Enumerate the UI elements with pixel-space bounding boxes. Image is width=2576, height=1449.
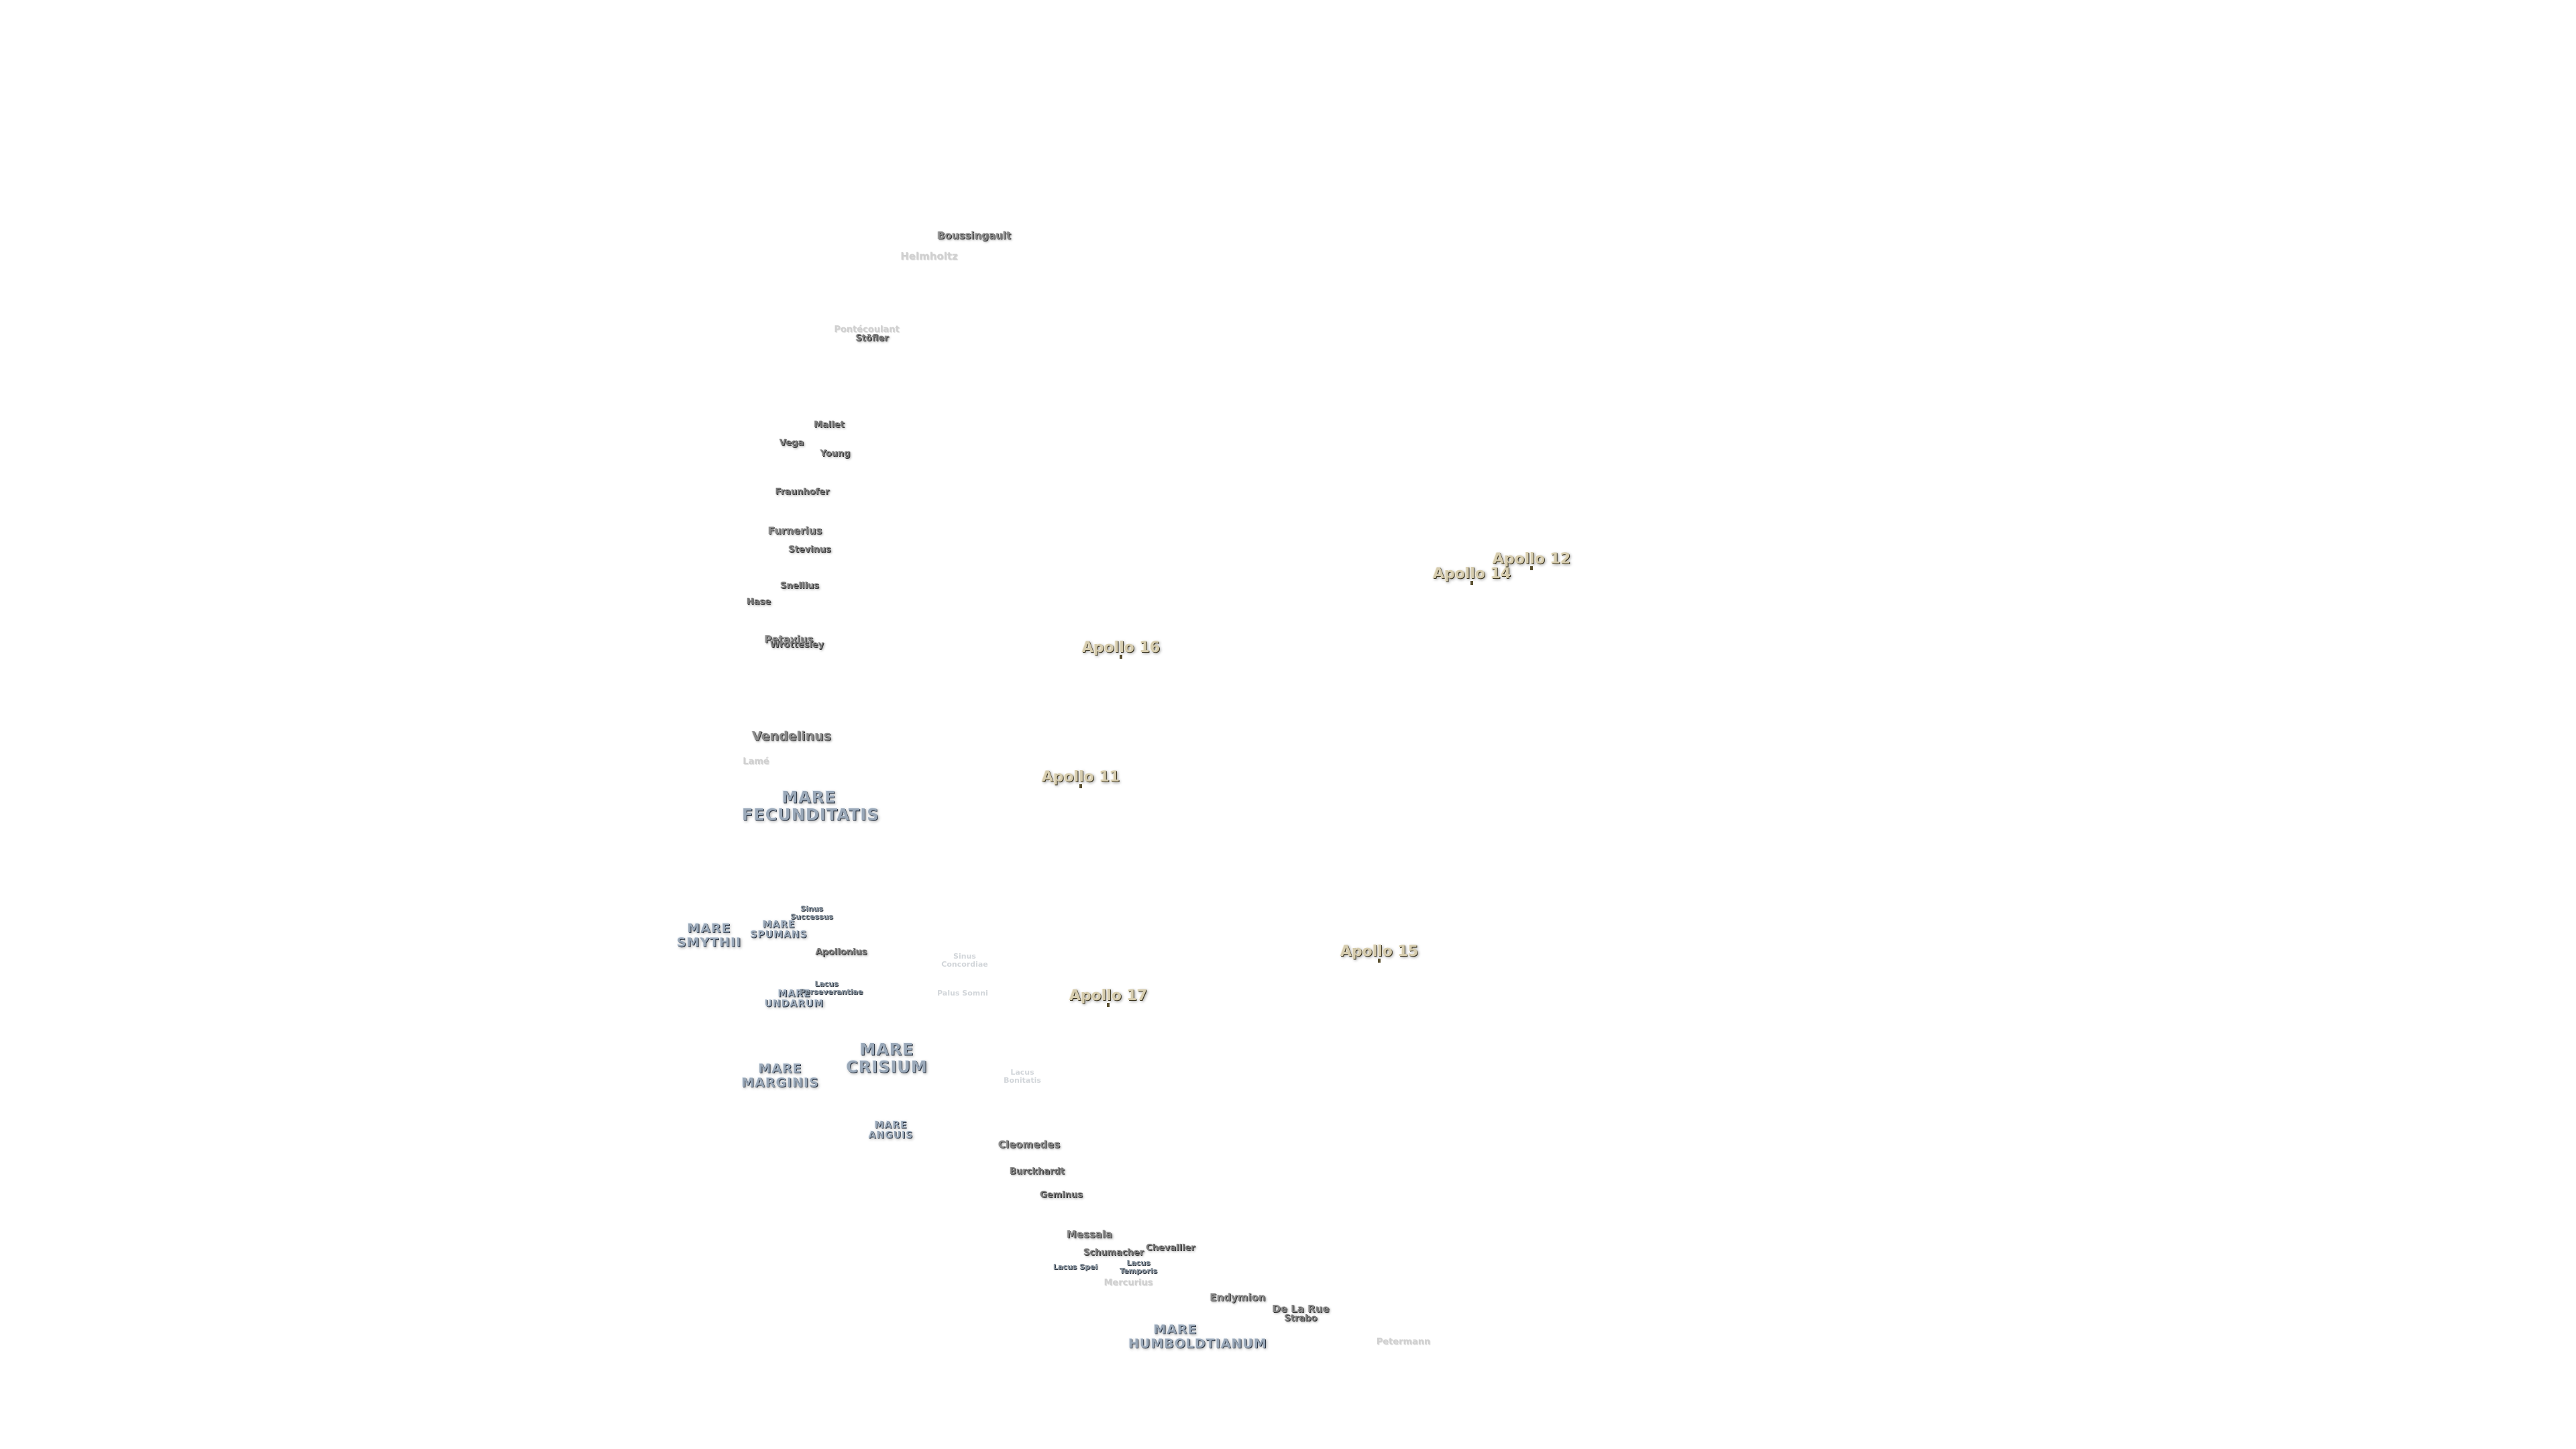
- crater-label-chevallier: Chevallier: [1146, 1242, 1195, 1253]
- apollo-site-label-apollo-14[interactable]: Apollo 14: [1432, 565, 1511, 582]
- crater-label-messala: Messala: [1066, 1228, 1113, 1240]
- crater-label-vendelinus: Vendelinus: [752, 729, 831, 744]
- crater-label-snellius: Snellius: [780, 580, 819, 591]
- mare-label-humboldtianum: MARE HUMBOLDTIANUM: [1128, 1322, 1267, 1351]
- mare-label-marginis: MARE MARGINIS: [741, 1061, 819, 1090]
- crater-label-young: Young: [820, 448, 851, 459]
- crater-label-stevinus: Stevinus: [788, 544, 831, 555]
- crater-label-mercurius: Mercurius: [1104, 1277, 1153, 1288]
- crater-label-strabo: Strabo: [1284, 1313, 1318, 1324]
- mare-label-undarum: MARE UNDARUM: [764, 988, 824, 1010]
- apollo-site-label-apollo-15[interactable]: Apollo 15: [1340, 943, 1419, 960]
- mare-label-fecunditatis: MARE FECUNDITATIS: [742, 788, 879, 824]
- mare-label-spumans: MARE SPUMANS: [750, 919, 808, 941]
- crater-label-cleomedes: Cleomedes: [998, 1138, 1061, 1150]
- crater-label-petermann: Petermann: [1376, 1336, 1431, 1347]
- lacus-label-lacus-spei: Lacus Spei: [1053, 1262, 1098, 1271]
- lacus-label-lacus-temporis: Lacus Temporis: [1119, 1258, 1158, 1275]
- mare-label-anguis: MARE ANGUIS: [868, 1120, 914, 1141]
- lacus-label-lacus-perseverantiae: Lacus Perseverantiae: [800, 979, 863, 996]
- crater-label-de-la-rue: De La Rue: [1272, 1302, 1330, 1315]
- crater-label-schumacher: Schumacher: [1083, 1247, 1144, 1258]
- crater-label-furnerius: Furnerius: [767, 524, 822, 537]
- crater-label-vega: Vega: [779, 437, 804, 448]
- apollo-site-marker-apollo-15[interactable]: [1378, 959, 1381, 963]
- apollo-site-marker-apollo-12[interactable]: [1530, 566, 1533, 570]
- crater-label-pontecoulant: Pontécoulant: [834, 324, 900, 335]
- apollo-site-label-apollo-16[interactable]: Apollo 16: [1081, 639, 1161, 656]
- crater-label-geminus: Geminus: [1040, 1189, 1083, 1200]
- apollo-site-marker-apollo-14[interactable]: [1470, 581, 1473, 585]
- crater-label-wrottesley: Wrottesley: [769, 639, 824, 650]
- crater-label-apollonius: Apollonius: [815, 947, 867, 957]
- crater-label-fraunhofer: Fraunhofer: [775, 486, 830, 497]
- crater-label-burckhardt: Burckhardt: [1010, 1166, 1065, 1177]
- crater-label-boussingault: Boussingault: [937, 229, 1011, 241]
- crater-label-stofler: Stöfler: [855, 333, 889, 343]
- mare-label-smythii: MARE SMYTHII: [676, 921, 742, 950]
- apollo-site-marker-apollo-11[interactable]: [1079, 784, 1082, 788]
- apollo-site-marker-apollo-17[interactable]: [1107, 1003, 1110, 1007]
- crater-label-lame: Lamé: [743, 756, 769, 767]
- apollo-site-label-apollo-12[interactable]: Apollo 12: [1492, 550, 1571, 568]
- lacus-label-sinus-successus: Sinus Successus: [790, 904, 833, 921]
- apollo-site-label-apollo-11[interactable]: Apollo 11: [1041, 768, 1120, 786]
- crater-label-hase: Hase: [746, 596, 771, 607]
- crater-label-helmholtz: Helmholtz: [900, 250, 958, 262]
- crater-label-petavius: Petavius: [764, 633, 814, 645]
- lacus-label-sinus-concordiae: Sinus Concordiae: [941, 951, 988, 969]
- lacus-label-palus-somni: Palus Somni: [937, 988, 988, 998]
- apollo-site-marker-apollo-16[interactable]: [1120, 655, 1122, 659]
- crater-label-mallet: Mallet: [814, 419, 845, 430]
- crater-label-endymion: Endymion: [1210, 1291, 1266, 1303]
- mare-label-crisium: MARE CRISIUM: [846, 1040, 928, 1077]
- lacus-label-lacus-bonitatis: Lacus Bonitatis: [1004, 1067, 1041, 1085]
- apollo-site-label-apollo-17[interactable]: Apollo 17: [1069, 987, 1148, 1004]
